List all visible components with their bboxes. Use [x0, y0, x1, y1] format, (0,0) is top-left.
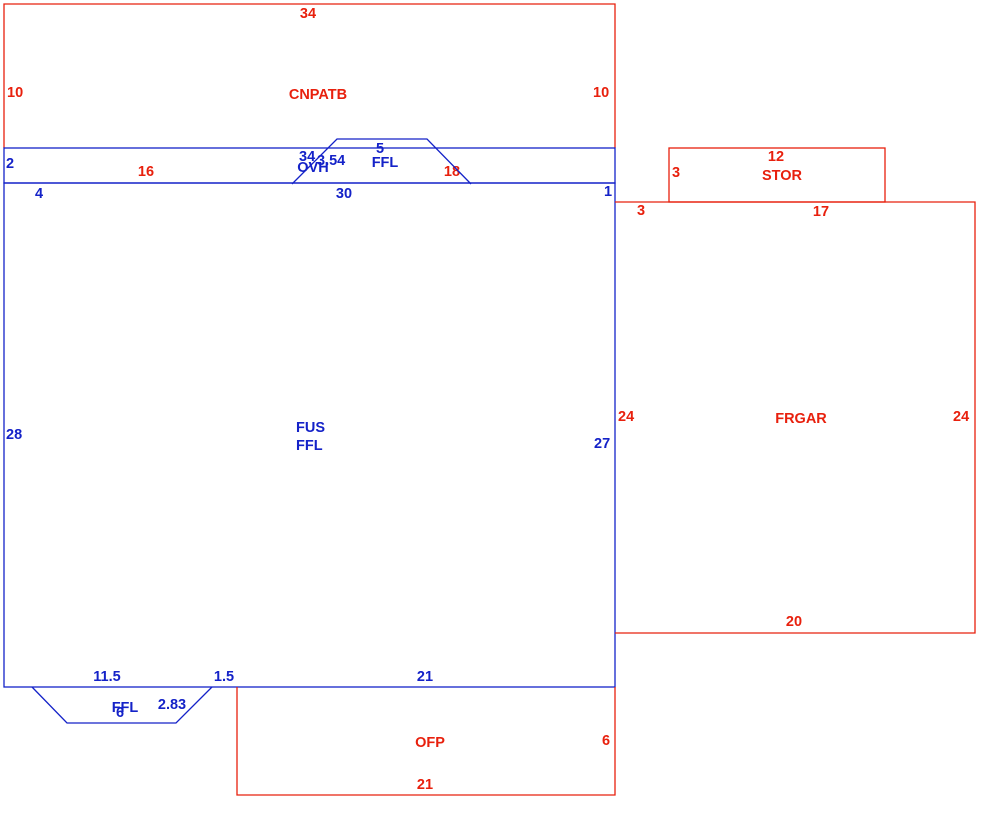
fus-dim-left: 28 — [6, 427, 22, 443]
ofp-dim-bottom: 21 — [417, 777, 433, 793]
fus-dim-bottom-c: 21 — [417, 669, 433, 685]
fus-dim-right: 27 — [594, 436, 610, 452]
ffl-bay-bottom-label: FFL — [112, 700, 139, 716]
frgar-dim-left: 24 — [618, 409, 634, 425]
area-ofp: OFP 6 21 — [236, 687, 616, 796]
ffl-bay-top-dim-a: 34 — [299, 149, 315, 165]
ffl-bay-top-dim-top: 5 — [376, 141, 384, 157]
ovh-label: OVH — [297, 160, 328, 176]
ovh-dim-left: 2 — [6, 156, 14, 172]
frgar-dim-right: 24 — [953, 409, 969, 425]
fus-dim-top-right: 1 — [604, 184, 612, 200]
ovh-dim-length: 16 — [138, 164, 154, 180]
fus-dim-top-left: 4 — [35, 186, 43, 202]
fus-label-line2: FFL — [296, 438, 323, 454]
fus-label-line1: FUS — [296, 420, 325, 436]
cnpatb-outline — [3, 3, 616, 148]
ffl-bay-top-label: FFL — [372, 155, 399, 171]
ffl-bay-bottom-dim-side: 2.83 — [158, 697, 186, 713]
area-ffl-bay-top: 5 34 3.54 FFL — [291, 138, 472, 185]
stor-dim-bottom: 3 — [637, 203, 645, 219]
ofp-label: OFP — [415, 735, 445, 751]
fus-outline — [3, 182, 616, 688]
frgar-label: FRGAR — [775, 411, 827, 427]
frgar-dim-top: 17 — [813, 204, 829, 220]
stor-dim-left: 3 — [672, 165, 680, 181]
ffl-bay-top-dim-b: 3.54 — [317, 153, 345, 169]
area-fus: 4 30 1 28 27 FUS FFL 11.5 1.5 21 — [3, 182, 616, 688]
area-ffl-bay-bottom: FFL 6 2.83 — [31, 686, 213, 724]
stor-label: STOR — [762, 168, 803, 184]
fus-dim-bottom-b: 1.5 — [214, 669, 234, 685]
cnpatb-dim-right: 10 — [593, 85, 609, 101]
ffl-bay-top-outline — [291, 138, 472, 185]
ofp-dim-right: 6 — [602, 733, 610, 749]
area-stor: 12 3 STOR 3 — [637, 147, 886, 219]
ffl-bay-bottom-dim-bottom: 6 — [116, 705, 124, 721]
fus-dim-bottom-a: 11.5 — [93, 669, 120, 685]
stor-dim-top: 12 — [768, 149, 784, 165]
frgar-outline — [615, 201, 976, 634]
cnpatb-dim-left: 10 — [7, 85, 23, 101]
ffl-bay-bottom-outline — [31, 686, 213, 724]
ofp-outline — [236, 687, 616, 796]
cnpatb-dim-top: 34 — [300, 6, 316, 22]
area-frgar: 17 24 24 FRGAR 20 — [615, 201, 976, 634]
area-cnpatb: 34 10 10 CNPATB — [3, 3, 616, 148]
frgar-dim-bottom: 20 — [786, 614, 802, 630]
fus-dim-top: 30 — [336, 186, 352, 202]
cnpatb-label: CNPATB — [289, 87, 347, 103]
ovh-dim-right: 18 — [444, 164, 460, 180]
